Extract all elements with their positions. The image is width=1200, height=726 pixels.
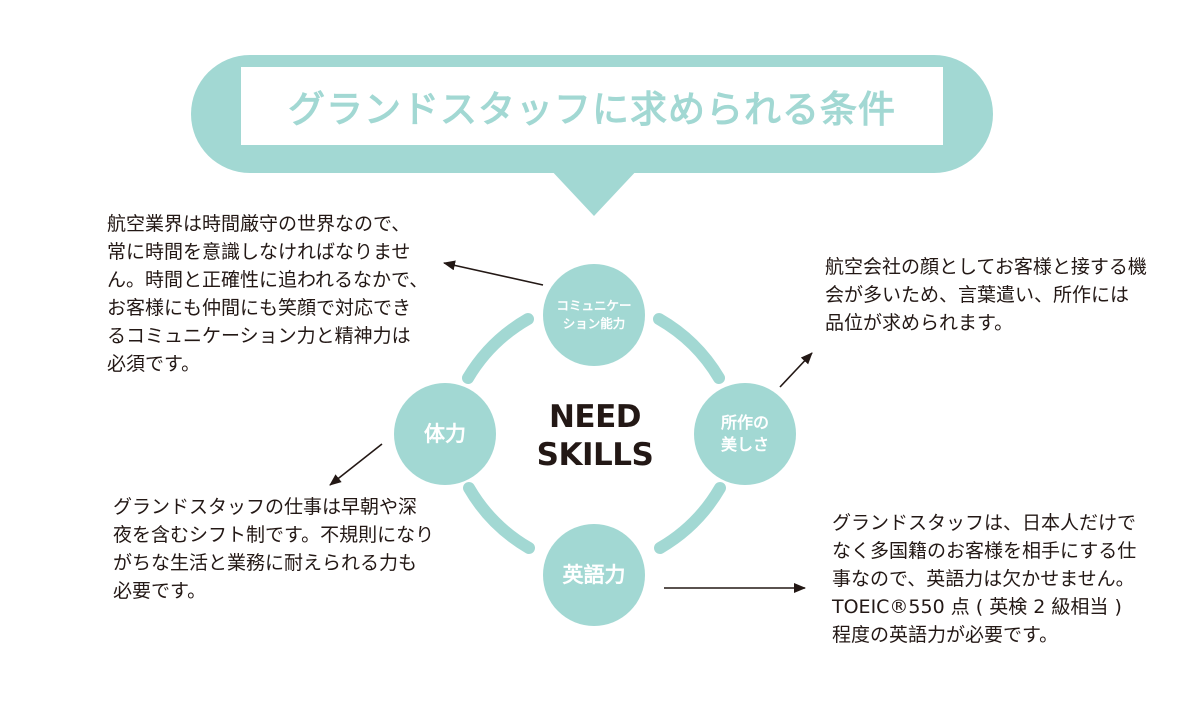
node-communication: コミュニケー ション能力 [543, 264, 645, 366]
ring-arc-top-left [462, 313, 534, 384]
node-stamina: 体力 [394, 383, 496, 485]
description-communication: 航空業界は時間厳守の世界なので、常に時間を意識しなければなりません。時間と正確性… [107, 213, 429, 375]
node-english-label: 英語力 [562, 563, 626, 587]
arrow-to-communication-text [443, 260, 544, 286]
node-communication-label: コミュニケー ション能力 [556, 298, 632, 331]
node-stamina-label: 体力 [424, 422, 466, 446]
node-english: 英語力 [543, 524, 645, 626]
node-manners: 所作の 美しさ [694, 383, 796, 485]
connector-arrows [329, 260, 813, 593]
description-english: グランドスタッフは、日本人だけでなく多国籍のお客様を相手にする仕事なので、英語力… [832, 512, 1137, 646]
ring-arc-bottom-left [463, 482, 535, 554]
node-manners-label: 所作の 美しさ [720, 413, 769, 454]
cycle-ring [462, 313, 726, 554]
page-title: グランドスタッフに求められる条件 [288, 88, 896, 131]
banner-pointer [549, 168, 639, 216]
arrow-to-stamina-text [329, 443, 383, 486]
ring-arc-bottom-right [654, 482, 726, 554]
center-label: NEED SKILLS [536, 399, 654, 473]
description-manners: 航空会社の顔としてお客様と接する機会が多いため、言葉遣い、所作には品位が求められ… [825, 256, 1147, 334]
title-box: グランドスタッフに求められる条件 [241, 67, 943, 145]
description-stamina: グランドスタッフの仕事は早朝や深夜を含むシフト制です。不規則になりがちな生活と業… [113, 496, 435, 602]
ring-arc-top-right [653, 313, 725, 384]
arrow-to-manners-text [779, 352, 813, 388]
